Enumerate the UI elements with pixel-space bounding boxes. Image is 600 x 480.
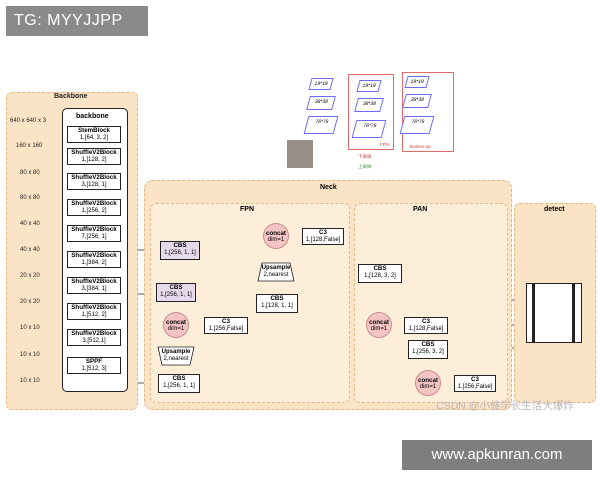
inset-bottom-up-frame (402, 72, 454, 152)
site-watermark: www.apkunran.com (402, 440, 592, 470)
size-label: 80 x 80 (20, 170, 40, 176)
fpn-title: FPN (240, 206, 254, 213)
detect-divider (572, 284, 575, 342)
size-label: 40 x 40 (20, 221, 40, 227)
size-label: 10 x 10 (20, 378, 40, 384)
inset-feature-map: 76*76 (351, 120, 387, 138)
inset-feature-map: 38*38 (354, 98, 384, 112)
size-label: 10 x 10 (20, 352, 40, 358)
pan-panel (354, 203, 508, 403)
inset-feature-map: 38*38 (402, 94, 432, 108)
backbone-panel-title: Backbone (54, 93, 88, 100)
size-label: 40 x 40 (20, 247, 40, 253)
backbone-inner-title: backbone (76, 113, 109, 120)
size-label: 80 x 80 (20, 195, 40, 201)
inset-legend-up: 上采样 (358, 164, 372, 169)
detect-divider (532, 284, 535, 342)
inset-feature-map: 19*19 (356, 80, 382, 92)
detect-title: detect (544, 206, 565, 213)
pan-title: PAN (413, 206, 428, 213)
tg-watermark: TG: MYYJJPP (6, 6, 148, 36)
detect-head-box (526, 283, 582, 343)
inset-bottom-up-caption: Bottom-up (410, 144, 431, 149)
size-label: 640 x 640 x 3 (10, 118, 47, 124)
inset-legend-down: 下采样 (358, 154, 372, 159)
inset-feature-map: 76*76 (399, 116, 435, 134)
size-label: 20 x 20 (20, 299, 40, 305)
size-label: 160 x 160 (16, 143, 43, 149)
inset-feature-map: 19*19 (404, 76, 430, 88)
inset-photo-thumbnail (287, 140, 313, 168)
inset-fpn-frame (348, 74, 394, 150)
size-label: 10 x 10 (20, 325, 40, 331)
csdn-watermark: CSDN @小條学长生活大爆炸 (436, 400, 574, 412)
upsample-trapezoid-icon (157, 346, 195, 366)
inset-feature-map: 19*19 (308, 78, 334, 90)
inset-feature-map: 38*38 (306, 96, 336, 110)
neck-title: Neck (320, 184, 337, 191)
size-label: 20 x 20 (20, 273, 40, 279)
inset-feature-map: 76*76 (303, 116, 339, 134)
inset-fpn-caption: FPN (380, 142, 389, 147)
inset-fpn-pan-figure: 19*19 38*38 76*76 19*19 38*38 76*76 FPN … (298, 70, 460, 174)
upsample-trapezoid-icon (257, 262, 295, 282)
